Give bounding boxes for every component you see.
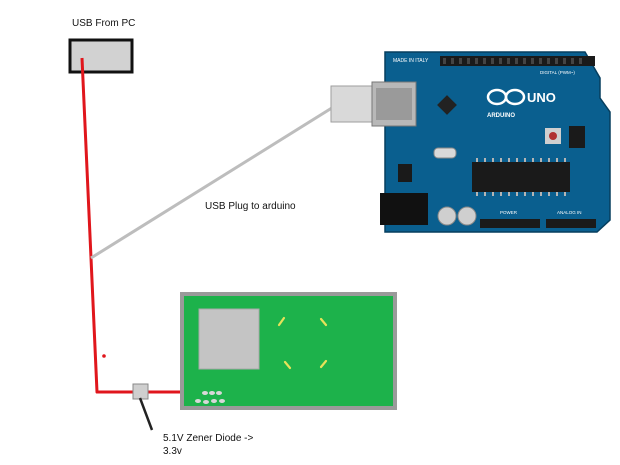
zener-lead xyxy=(138,397,154,431)
usb-chip xyxy=(437,95,457,115)
board-digital-label: DIGITAL (PWM~) xyxy=(540,70,575,75)
usb-plug-label: USB Plug to arduino xyxy=(205,201,296,212)
usb-cable xyxy=(90,104,336,260)
usb-pc-connector xyxy=(68,38,134,74)
zener-label-line1: 5.1V Zener Diode -> xyxy=(163,433,254,444)
arduino-logo xyxy=(486,88,526,106)
power-header xyxy=(480,219,540,228)
module-marks xyxy=(277,316,328,370)
usb-b-plug xyxy=(330,85,376,123)
capacitor xyxy=(457,206,477,226)
zener-diode-label: 5.1V Zener Diode -> 3.3v xyxy=(163,432,253,458)
analog-header xyxy=(546,219,596,228)
icsp-header xyxy=(569,126,585,148)
arduino-uno-board: UNO ARDUINO MADE IN ITALY DIGITAL (PWM~) xyxy=(371,51,611,233)
green-module xyxy=(180,292,397,410)
red-dot xyxy=(102,354,106,358)
zener-label-line2: 3.3v xyxy=(163,446,182,457)
board-model: UNO xyxy=(527,90,556,105)
board-power-label: POWER xyxy=(500,210,518,215)
crystal xyxy=(433,147,457,159)
board-made-in: MADE IN ITALY xyxy=(393,58,429,64)
capacitor xyxy=(437,206,457,226)
zener-diode xyxy=(132,383,149,400)
module-pads xyxy=(195,391,225,404)
board-analog-label: ANALOG IN xyxy=(557,210,582,215)
board-brand: ARDUINO xyxy=(487,113,515,119)
usb-from-pc-label: USB From PC xyxy=(72,18,136,29)
voltage-regulator xyxy=(398,164,412,182)
red-wire xyxy=(80,57,133,394)
atmega-chip xyxy=(472,162,570,192)
dc-power-jack xyxy=(380,193,428,225)
module-chip xyxy=(198,308,260,370)
